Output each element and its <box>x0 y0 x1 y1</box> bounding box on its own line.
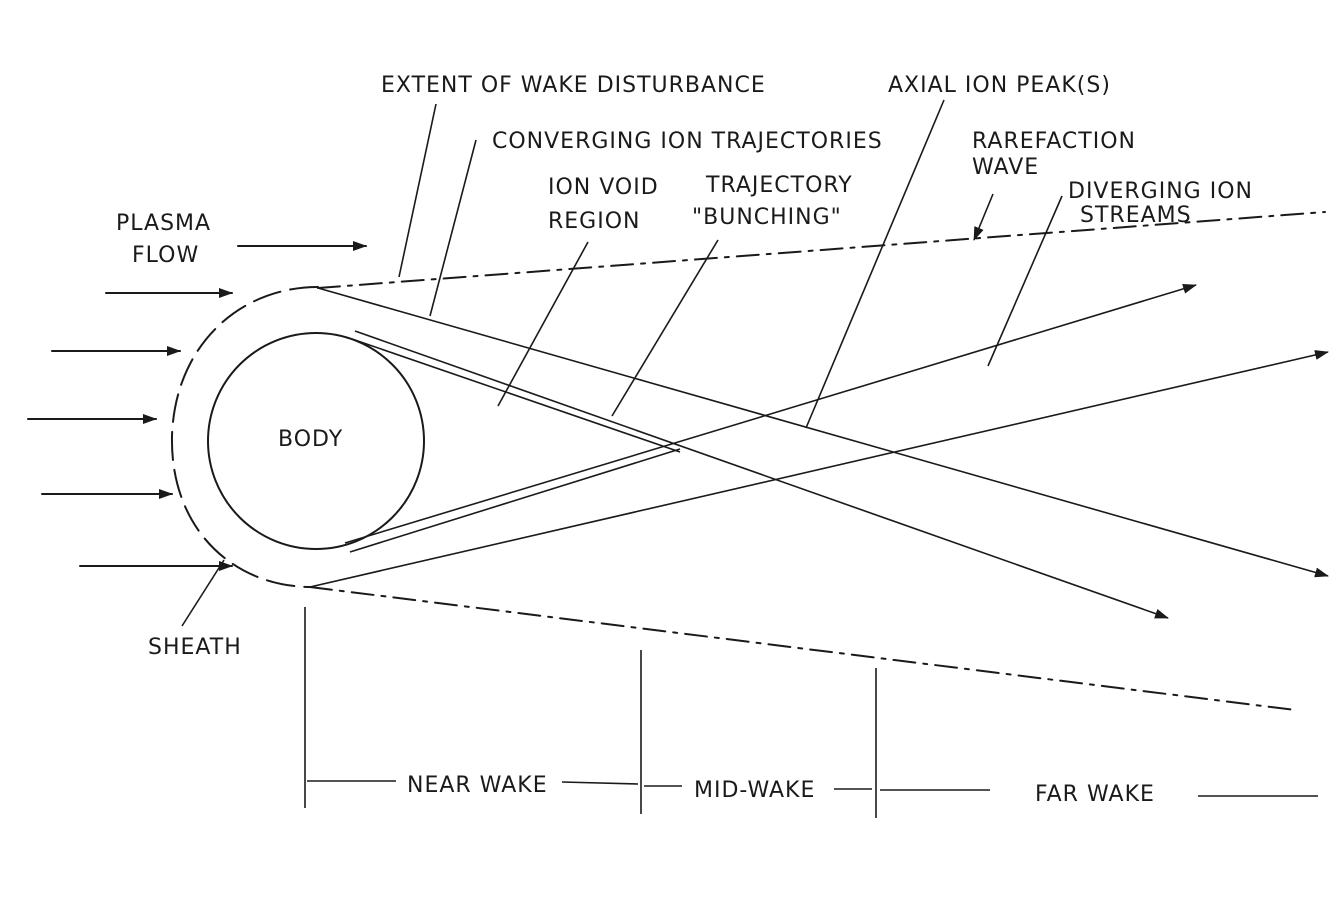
label-trajectory-bunching: "BUNCHING" <box>692 205 842 230</box>
label-near-wake: NEAR WAKE <box>407 773 548 798</box>
trajectory-lower-inner-a <box>344 283 1197 544</box>
trajectory-lower-outer <box>309 350 1329 588</box>
near-wake-dim-right <box>561 781 639 785</box>
wake-extent-upper <box>317 211 1326 289</box>
leader-axial-peak <box>805 99 945 429</box>
leader-extent <box>398 103 437 278</box>
leader-ion-void <box>497 241 589 407</box>
label-sheath: SHEATH <box>148 635 242 660</box>
trajectory-lower-inner-b <box>349 448 681 553</box>
label-trajectory: TRAJECTORY <box>705 173 853 198</box>
label-ion-void-region: REGION <box>548 209 641 234</box>
label-converging-ion-trajectories: CONVERGING ION TRAJECTORIES <box>492 129 883 154</box>
label-rarefaction-wave: WAVE <box>972 155 1039 180</box>
label-mid-wake: MID-WAKE <box>694 778 815 803</box>
leader-trajectory-bunching <box>611 239 719 417</box>
label-far-wake: FAR WAKE <box>1035 782 1155 807</box>
trajectory-upper-inner-a <box>354 330 1169 619</box>
label-ion-void: ION VOID <box>548 175 659 200</box>
leader-rarefaction <box>973 193 994 241</box>
label-plasma: PLASMA <box>116 211 211 236</box>
trajectory-upper-outer <box>317 287 1329 578</box>
wake-extent-lower <box>309 586 1296 711</box>
body-label: BODY <box>278 427 343 452</box>
trajectory-upper-inner-b <box>351 338 681 453</box>
leader-diverging <box>987 195 1063 367</box>
label-diverging-streams: STREAMS <box>1080 203 1192 228</box>
leader-sheath <box>181 559 225 627</box>
label-extent-of-wake: EXTENT OF WAKE DISTURBANCE <box>381 73 766 98</box>
label-diverging-ion: DIVERGING ION <box>1068 179 1253 204</box>
label-plasma-flow: FLOW <box>132 243 199 268</box>
sheath-boundary <box>170 286 319 588</box>
body-circle <box>207 332 425 550</box>
label-rarefaction: RAREFACTION <box>972 129 1136 154</box>
label-axial-ion-peak: AXIAL ION PEAK(S) <box>888 73 1111 98</box>
leader-converging <box>429 139 477 317</box>
